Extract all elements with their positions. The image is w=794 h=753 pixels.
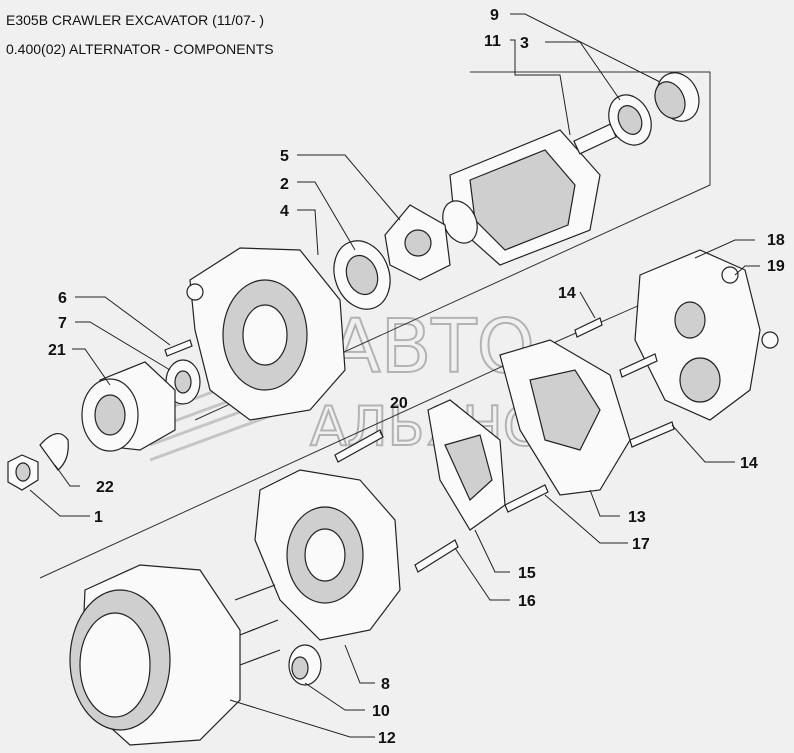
- callout-17: 17: [632, 536, 650, 553]
- watermark-line1: АВТО: [330, 304, 535, 390]
- callout-5: 5: [280, 148, 289, 165]
- callout-3: 3: [520, 35, 529, 52]
- callout-12: 12: [378, 730, 396, 747]
- retainer-plate-part: [384, 204, 451, 281]
- pulley-nut-part: [7, 454, 39, 491]
- bearing-cap-part: [654, 72, 700, 122]
- rectifier-screw-part: [504, 484, 549, 513]
- callout-4: 4: [280, 203, 289, 220]
- rear-bolts-part: [574, 317, 675, 448]
- callouts: 9 11 3 5 2 4 6 7 21 22 1 20 18 19 14 14 …: [48, 7, 785, 747]
- rectifier-part: [499, 339, 631, 496]
- slip-ring-housing-part: [254, 469, 401, 641]
- callout-18: 18: [767, 232, 785, 249]
- drive-end-housing-part: [186, 247, 346, 421]
- leader-lines: [29, 13, 760, 738]
- diagram-header: E305B CRAWLER EXCAVATOR (11/07- ) 0.400(…: [6, 6, 274, 64]
- callout-6: 6: [58, 290, 67, 307]
- cover-nut-part: [721, 266, 779, 349]
- callout-1: 1: [94, 509, 103, 526]
- stator-part: [69, 564, 281, 746]
- callout-11: 11: [484, 33, 501, 50]
- callout-10: 10: [372, 703, 390, 720]
- callout-14-right: 14: [740, 455, 758, 472]
- callout-13: 13: [628, 509, 646, 526]
- callout-21: 21: [48, 342, 66, 359]
- callout-7: 7: [58, 315, 67, 332]
- front-bearing-part: [333, 240, 391, 310]
- regulator-screw-part: [414, 539, 459, 573]
- rear-bearing-part: [608, 94, 652, 146]
- callout-19: 19: [767, 258, 785, 275]
- callout-22: 22: [96, 479, 114, 496]
- section-title: 0.400(02) ALTERNATOR - COMPONENTS: [6, 41, 274, 57]
- screw-part: [164, 339, 193, 357]
- callout-8: 8: [381, 676, 390, 693]
- watermark-line2: АЛЬЯНС: [310, 395, 540, 458]
- callout-20: 20: [390, 395, 408, 412]
- callout-15: 15: [518, 565, 536, 582]
- callout-9: 9: [490, 7, 499, 24]
- woodruff-key-part: [39, 433, 69, 471]
- callout-14-top: 14: [558, 285, 576, 302]
- rotor-part: [442, 123, 617, 266]
- rear-cover-part: [634, 249, 761, 421]
- callout-2: 2: [280, 176, 289, 193]
- voltage-regulator-part: [334, 399, 506, 531]
- callout-16: 16: [518, 593, 536, 610]
- bushing-part: [288, 644, 322, 686]
- model-title: E305B CRAWLER EXCAVATOR (11/07- ): [6, 12, 265, 28]
- pulley-part: [81, 361, 176, 452]
